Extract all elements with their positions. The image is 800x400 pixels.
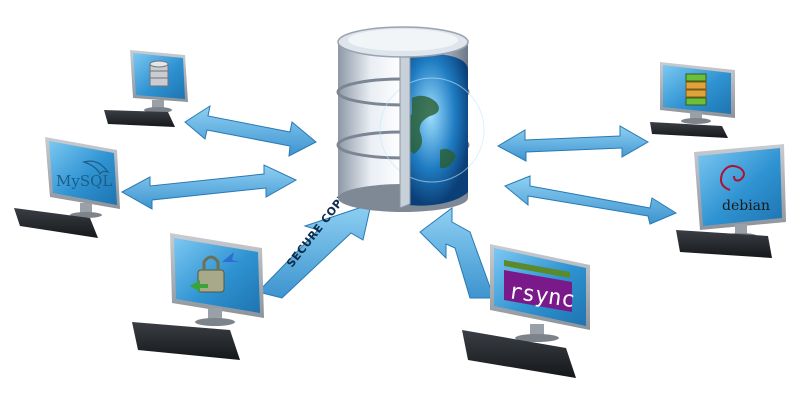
rsync-green-band [504, 260, 570, 278]
rsync-panel [504, 270, 572, 312]
computer-mysql: MySQL [14, 137, 120, 238]
database-globe-icon [336, 26, 485, 212]
arrow-secure-copy [257, 203, 372, 299]
keyboard [462, 330, 576, 378]
keyboard [650, 122, 728, 138]
mysql-logo-label: MySQL [56, 172, 112, 190]
server-stack-icon [685, 73, 707, 106]
database-icon [149, 60, 169, 87]
monitor-screen [49, 141, 117, 205]
monitor-screen [698, 148, 782, 226]
keyboard [132, 322, 240, 360]
dolphin-icon [81, 160, 110, 176]
arrow-top-right [496, 125, 650, 162]
computer-secure [132, 233, 264, 360]
computer-rsync: rsync [462, 244, 590, 378]
debian-label: debian [722, 198, 770, 214]
lock-icon [190, 252, 240, 293]
keyboard [14, 208, 98, 238]
swirl-icon [720, 165, 745, 191]
arrow-top-left [184, 104, 317, 157]
arrow-mysql [120, 164, 298, 210]
keyboard [676, 230, 772, 258]
keyboard [104, 110, 175, 127]
arrow-debian [504, 175, 678, 225]
computer-top-right [650, 62, 735, 138]
computer-debian: debian [676, 144, 786, 258]
computer-top-left [104, 50, 188, 127]
arrow-rsync [419, 207, 495, 299]
